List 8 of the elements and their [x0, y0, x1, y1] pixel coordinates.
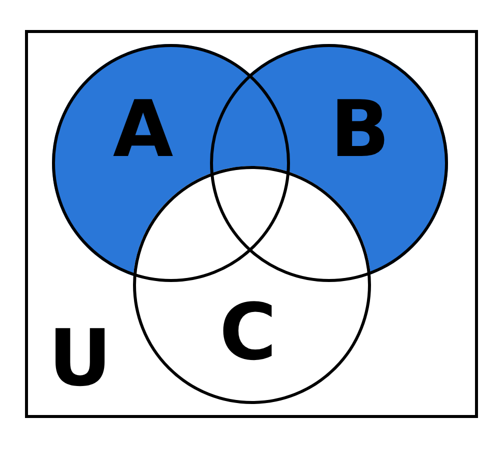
set-label: B: [330, 91, 390, 169]
set-label: A: [112, 91, 174, 169]
set-circle: [52, 44, 290, 282]
set-circle: [133, 166, 371, 404]
set-circle: [210, 44, 448, 282]
universe-box: [25, 30, 478, 418]
universe-label: U: [48, 320, 112, 398]
set-label: C: [219, 294, 277, 372]
